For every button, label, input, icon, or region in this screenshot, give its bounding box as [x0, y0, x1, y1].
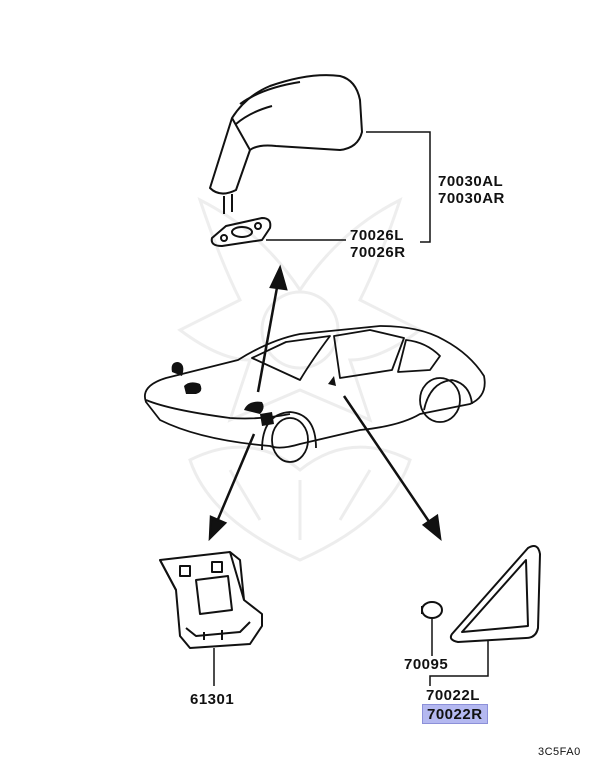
part-label-70022R-highlighted[interactable]: 70022R — [422, 704, 488, 724]
mirror-assembly[interactable] — [209, 74, 363, 214]
part-label-70030AR[interactable]: 70030AR — [438, 190, 505, 207]
mirror-base[interactable] — [210, 217, 272, 247]
part-label-70030AL[interactable]: 70030AL — [438, 173, 504, 190]
part-label-70026L[interactable]: 70026L — [350, 227, 404, 244]
cap-70095[interactable] — [421, 601, 443, 619]
part-label-70095[interactable]: 70095 — [404, 656, 449, 673]
bracket-61301[interactable] — [159, 551, 263, 649]
part-label-61301[interactable]: 61301 — [190, 691, 235, 708]
mirror-leader-lines — [266, 131, 431, 243]
watermark-crest — [177, 197, 423, 562]
part-label-70026R[interactable]: 70026R — [350, 244, 406, 261]
cover-leader-line — [429, 640, 489, 686]
part-label-70022L[interactable]: 70022L — [426, 687, 480, 704]
location-marks — [171, 362, 336, 426]
pointer-arrows — [208, 264, 442, 542]
diagram-code: 3C5FA0 — [538, 746, 581, 758]
corner-cover-70022[interactable] — [449, 545, 541, 643]
